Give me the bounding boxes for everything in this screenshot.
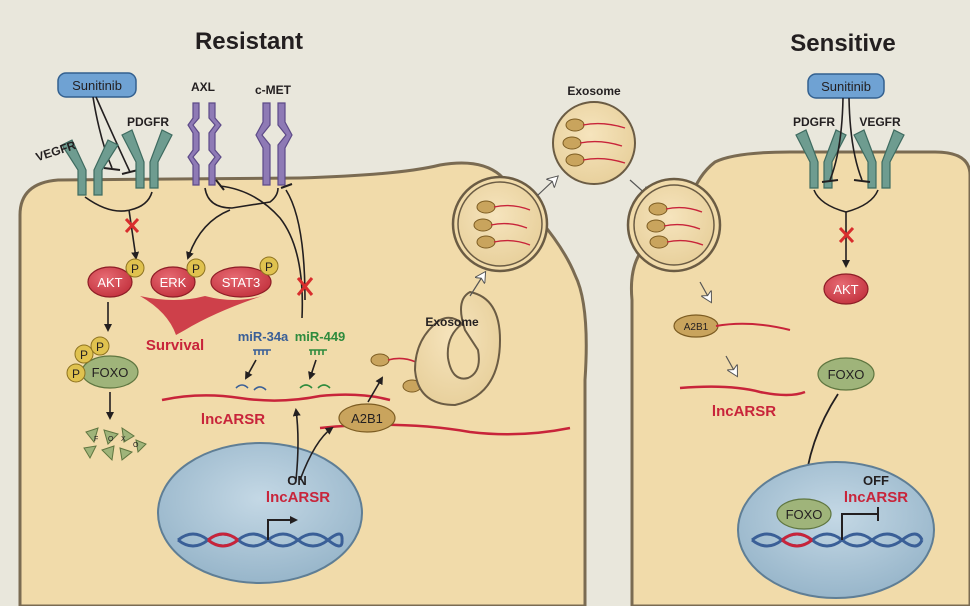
akt-phospho: P [125, 258, 145, 278]
foxo-frag-2: O [108, 436, 114, 443]
survival-arrow [140, 296, 262, 335]
akt-node-sensitive: AKT [823, 273, 869, 305]
svg-text:FOXO: FOXO [828, 367, 865, 382]
foxo-frag-3: X [121, 436, 126, 443]
nucleus-on-label: ON [287, 473, 307, 488]
erk-phospho: P [186, 258, 206, 278]
pdgfr-label-sensitive: PDGFR [793, 115, 835, 129]
sensitive-title: Sensitive [790, 30, 895, 57]
budding-exosome-left [451, 175, 549, 273]
foxo-frag-4: O [133, 442, 139, 449]
svg-text:P: P [131, 262, 139, 276]
survival-label: Survival [146, 337, 204, 354]
cmet-label: c-MET [255, 83, 292, 97]
axl-label: AXL [191, 80, 215, 94]
svg-text:FOXO: FOXO [92, 365, 129, 380]
lncarsr-label-sensitive: lncARSR [712, 403, 776, 420]
sensitive-sunitinib-box: Sunitinib [807, 73, 885, 99]
foxo-node-sensitive: FOXO [817, 357, 875, 391]
foxo-node-resistant: FOXO [81, 355, 139, 389]
free-exosome [552, 101, 636, 185]
nucleus-gene-label-sensitive: lncARSR [844, 489, 908, 506]
svg-text:AKT: AKT [833, 282, 858, 297]
svg-text:P: P [72, 367, 80, 381]
erk-node: ERK [150, 266, 196, 298]
foxo-degradation-fragments [83, 426, 147, 462]
svg-text:Sunitinib: Sunitinib [72, 78, 122, 93]
block-x-axl-cmet [296, 277, 314, 296]
lncarsr-label-resistant: lncARSR [201, 411, 265, 428]
block-x-akt [124, 217, 140, 234]
lncarsr-strand-resistant [161, 393, 391, 402]
exosome-label-resistant: Exosome [425, 315, 479, 329]
akt-node-resistant: AKT [87, 266, 133, 298]
svg-text:P: P [192, 262, 200, 276]
foxo-phospho-2: P [90, 336, 110, 356]
svg-text:P: P [96, 340, 104, 354]
svg-text:ERK: ERK [160, 275, 187, 290]
sunitinib-inhibit-line [92, 96, 113, 169]
block-x-sensitive [838, 226, 855, 244]
svg-text:STAT3: STAT3 [222, 275, 261, 290]
nucleus-off-label: OFF [863, 473, 889, 488]
svg-text:A2B1: A2B1 [351, 411, 383, 426]
forming-exosome [413, 290, 502, 407]
mir449-molecule [309, 349, 327, 355]
svg-text:A2B1: A2B1 [684, 322, 709, 333]
vegfr-label-sensitive: VEGFR [859, 115, 901, 129]
svg-text:P: P [80, 348, 88, 362]
resistant-sunitinib-box: Sunitinib [57, 72, 137, 98]
axl-receptor [187, 102, 222, 186]
exosome-label-center: Exosome [567, 84, 621, 98]
stat3-phospho: P [259, 256, 279, 276]
a2b1-node-resistant: A2B1 [338, 403, 396, 433]
foxo-phospho-3: P [66, 363, 86, 383]
svg-text:FOXO: FOXO [786, 507, 823, 522]
sensitive-pdgfr-receptor [795, 129, 847, 189]
sensitive-vegfr-receptor [853, 129, 905, 189]
mir34a-label: miR-34a [238, 329, 289, 344]
a2b1-node-sensitive: A2B1 [673, 314, 719, 338]
cmet-receptor [255, 102, 293, 186]
stat3-node: STAT3 [210, 266, 272, 298]
svg-text:AKT: AKT [97, 275, 122, 290]
nucleus-gene-label-resistant: lncARSR [266, 489, 330, 506]
vegfr-receptor [61, 139, 119, 196]
resistant-title: Resistant [195, 28, 303, 55]
foxo-frag-1: F [94, 436, 98, 443]
foxo-phospho-1: P [74, 344, 94, 364]
pdgfr-receptor [121, 129, 173, 189]
sensitive-nucleus [737, 461, 935, 599]
lncarsr-strand-sensitive [679, 385, 806, 397]
bound-mirnas [235, 384, 331, 391]
pdgfr-label-resistant: PDGFR [127, 115, 169, 129]
resistant-nucleus [157, 442, 363, 584]
svg-text:Sunitinib: Sunitinib [821, 79, 871, 94]
entering-exosome [626, 177, 722, 273]
mir34a-molecule [253, 349, 271, 355]
foxo-node-nucleus: FOXO [776, 498, 832, 530]
svg-text:P: P [265, 260, 273, 274]
mir449-label: miR-449 [295, 329, 346, 344]
